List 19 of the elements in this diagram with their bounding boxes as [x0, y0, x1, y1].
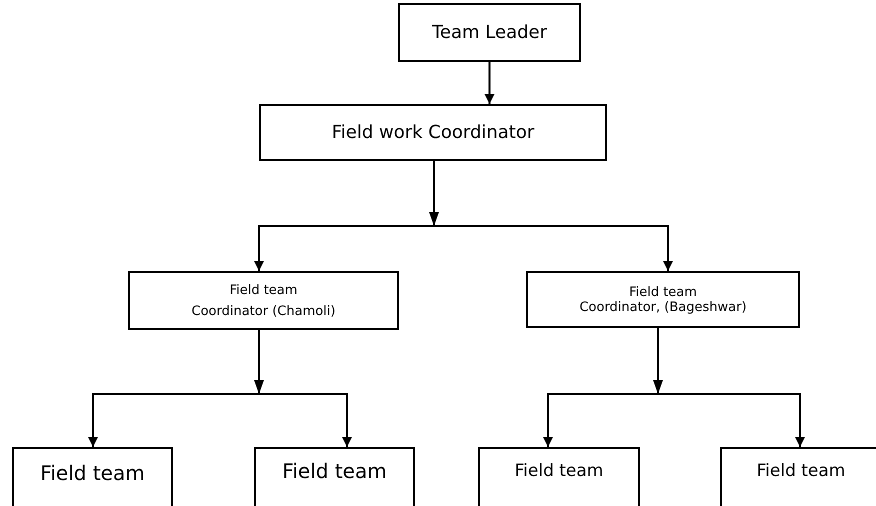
- org-box: [12, 447, 173, 506]
- org-box: [398, 3, 581, 62]
- org-box: [128, 271, 399, 330]
- role-label: Field team: [629, 284, 697, 300]
- role-label: Team Leader: [432, 22, 547, 43]
- role-label: Field team: [514, 461, 604, 481]
- role-label: Field team: [40, 461, 145, 485]
- connector-arrow: [484, 62, 494, 104]
- org-box: [526, 271, 800, 328]
- org-box: [720, 447, 876, 506]
- role-label: Field work Coordinator: [332, 122, 534, 143]
- role-label: Field team: [230, 282, 298, 298]
- role-label: Field team: [282, 459, 387, 483]
- org-box: [259, 104, 607, 161]
- org-box: [254, 447, 415, 506]
- role-label: Coordinator, (Bageshwar): [579, 300, 747, 314]
- org-box: [478, 447, 640, 506]
- role-label: Field team: [756, 461, 846, 481]
- role-label: Coordinator (Chamoli): [192, 304, 336, 318]
